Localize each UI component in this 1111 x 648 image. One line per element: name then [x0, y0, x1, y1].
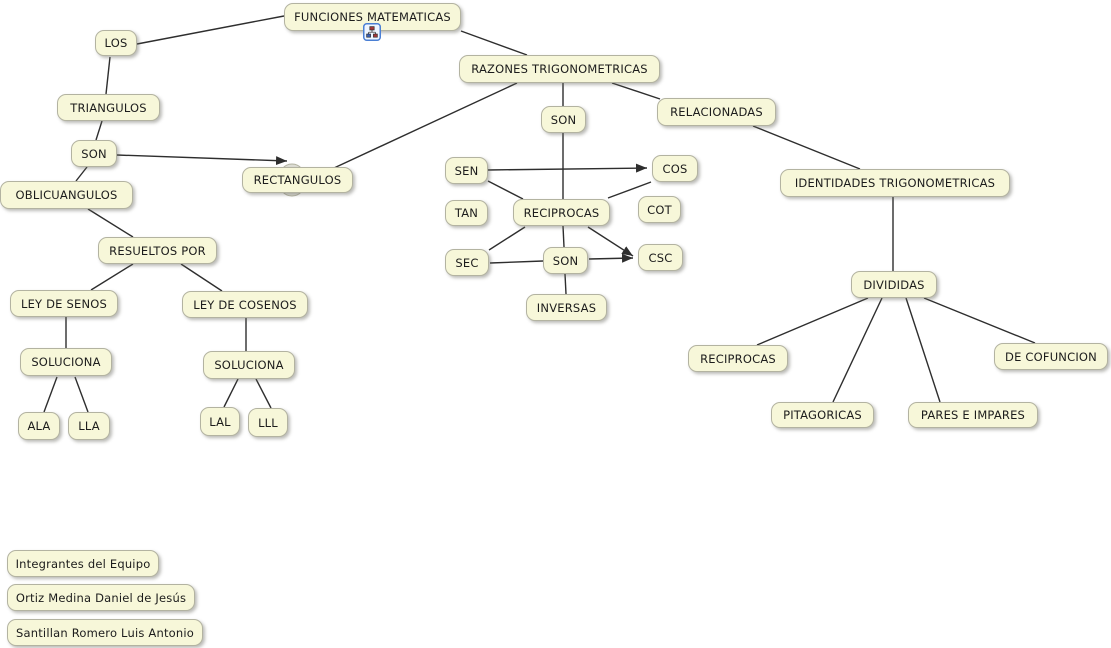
node-relacionadas[interactable]: RELACIONADAS: [657, 98, 776, 126]
edge-son3-csc: [588, 253, 634, 263]
edge-soluciona-lla: [74, 376, 89, 413]
edge-soluciona-lll: [255, 378, 272, 409]
edge-son-rectangulos: [116, 154, 288, 166]
node-son-1[interactable]: SON: [71, 140, 117, 167]
node-lal[interactable]: LAL: [200, 407, 240, 436]
node-lla[interactable]: LLA: [68, 412, 110, 440]
node-divididas[interactable]: DIVIDIDAS: [851, 271, 937, 298]
node-pares-e-impares[interactable]: PARES E IMPARES: [908, 402, 1038, 428]
node-reciprocas-1[interactable]: RECIPROCAS: [513, 199, 610, 226]
node-csc[interactable]: CSC: [638, 244, 683, 271]
node-ley-de-cosenos[interactable]: LEY DE COSENOS: [182, 291, 308, 318]
node-ala[interactable]: ALA: [18, 412, 60, 440]
edge-soluciona-lal: [223, 378, 239, 408]
edge-divididas-pares-e-impares: [905, 297, 941, 403]
node-reciprocas-2[interactable]: RECIPROCAS: [688, 345, 788, 372]
node-soluciona-2[interactable]: SOLUCIONA: [203, 351, 295, 379]
node-resueltos-por[interactable]: RESUELTOS POR: [98, 237, 217, 264]
edge-funciones-razones: [460, 30, 528, 56]
node-ley-de-senos[interactable]: LEY DE SENOS: [10, 290, 118, 317]
node-sen[interactable]: SEN: [445, 157, 488, 184]
edge-sen-cos: [487, 163, 648, 173]
edge-reciprocas-sec: [488, 226, 526, 251]
edge-sen-reciprocas: [487, 180, 524, 200]
edge-soluciona-ala: [43, 376, 58, 413]
node-triangulos[interactable]: TRIANGULOS: [57, 94, 160, 121]
node-de-cofuncion[interactable]: DE COFUNCION: [994, 343, 1108, 370]
edge-resueltos-ley-de-senos: [90, 263, 134, 291]
edge-reciprocas-cos: [607, 181, 652, 199]
node-pitagoricas[interactable]: PITAGORICAS: [771, 402, 874, 428]
node-ortiz-medina[interactable]: Ortiz Medina Daniel de Jesús: [7, 584, 195, 611]
node-soluciona-1[interactable]: SOLUCIONA: [20, 348, 112, 376]
edge-rectangulos-razones: [333, 82, 518, 169]
edge-reciprocas-son3: [562, 225, 565, 248]
node-oblicuangulos[interactable]: OBLICUANGULOS: [0, 181, 133, 209]
edge-resueltos-ley-de-cosenos: [180, 263, 223, 292]
edge-oblicuangulos-resueltos-por: [87, 208, 134, 238]
node-razones-trigonometricas[interactable]: RAZONES TRIGONOMETRICAS: [459, 55, 660, 83]
edge-triangulos-son: [95, 120, 103, 141]
org-chart-icon[interactable]: [363, 23, 381, 41]
node-integrantes-del-equipo[interactable]: Integrantes del Equipo: [7, 550, 159, 577]
node-cot[interactable]: COT: [638, 196, 681, 223]
node-los[interactable]: LOS: [95, 30, 137, 56]
node-identidades-trigonometricas[interactable]: IDENTIDADES TRIGONOMETRICAS: [780, 169, 1010, 197]
edge-los-funciones-matematicas: [136, 15, 285, 45]
edge-son-oblicuangulos: [75, 166, 88, 182]
edge-divididas-de-cofuncion: [923, 297, 1036, 344]
edge-los-triangulos: [105, 56, 111, 95]
node-cos[interactable]: COS: [652, 155, 698, 182]
edge-razones-relacionadas: [611, 82, 661, 100]
edge-divididas-pitagoricas: [832, 297, 883, 403]
edge-relacionadas-identidades: [752, 125, 861, 170]
node-son-2[interactable]: SON: [541, 106, 586, 133]
edge-reciprocas-csc: [587, 226, 634, 257]
node-sec[interactable]: SEC: [445, 249, 489, 276]
node-tan[interactable]: TAN: [445, 200, 488, 226]
node-santillan-romero[interactable]: Santillan Romero Luis Antonio: [7, 619, 203, 646]
node-rectangulos[interactable]: RECTANGULOS: [242, 167, 353, 193]
node-lll[interactable]: LLL: [248, 408, 288, 437]
node-son-3[interactable]: SON: [543, 247, 588, 274]
edge-divididas-reciprocas2: [756, 297, 869, 346]
edge-son3-inversas: [564, 273, 567, 295]
edge-sec-son3: [489, 260, 544, 264]
node-inversas[interactable]: INVERSAS: [526, 294, 607, 321]
